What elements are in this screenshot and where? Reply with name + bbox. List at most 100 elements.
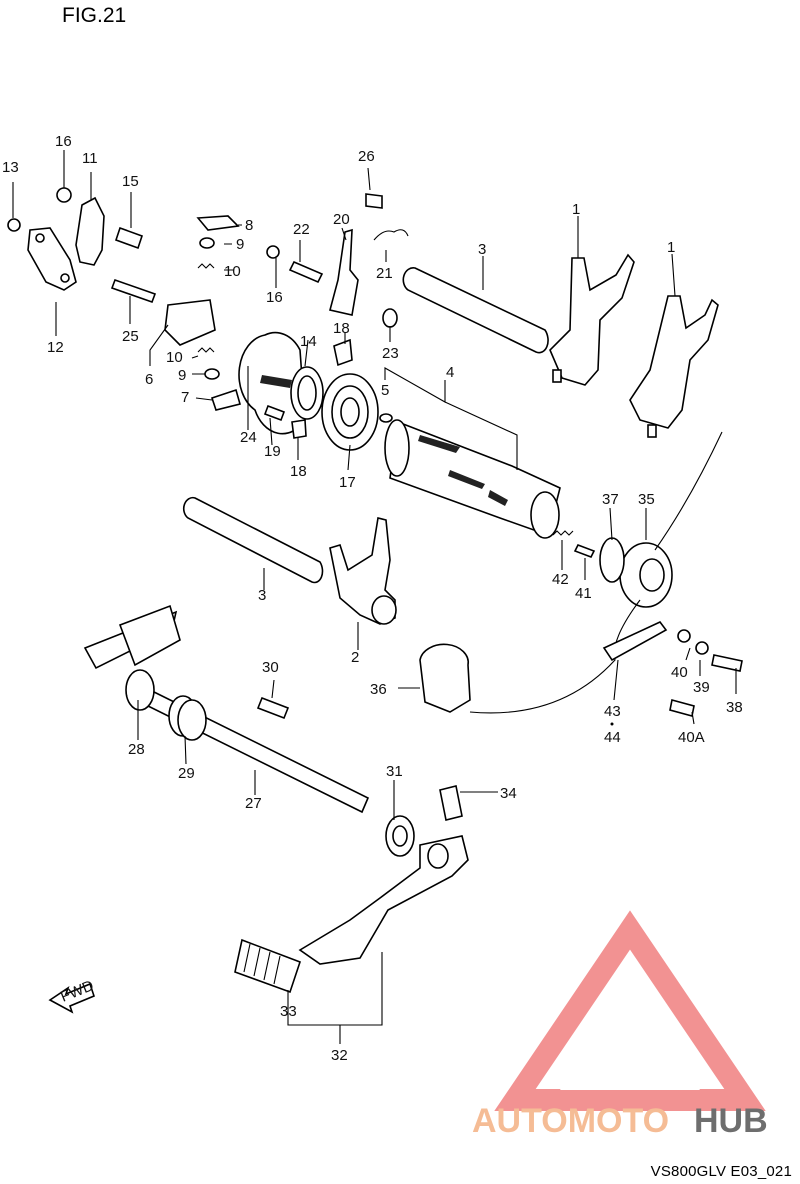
callout-26: 26 <box>358 148 375 165</box>
callout-4: 4 <box>446 364 454 381</box>
callout-16b: 16 <box>266 289 283 306</box>
callout-labels: 1 1 2 3 3 4 5 6 7 8 9 9 10 10 11 12 13 1… <box>2 133 743 1064</box>
clamp-43 <box>602 621 668 662</box>
callout-42: 42 <box>552 571 569 588</box>
bolt-25 <box>110 278 157 304</box>
boot-36 <box>419 643 471 713</box>
callout-2: 2 <box>351 649 359 666</box>
callout-3b: 3 <box>258 587 266 604</box>
cam-guide-24 <box>238 331 306 435</box>
bolt-13 <box>7 218 21 232</box>
callout-44: 44 <box>604 729 621 746</box>
shift-fork-shaft-upper <box>402 267 549 354</box>
callout-dot <box>610 722 614 726</box>
callout-10a: 10 <box>224 263 241 280</box>
watermark-brand-b: HUB <box>694 1102 768 1140</box>
callout-1b: 1 <box>667 239 675 256</box>
shift-fork-shaft-lower <box>182 496 324 584</box>
watermark-brand-a: AUTOMOTO <box>472 1102 669 1140</box>
figure-code: VS800GLV E03_021 <box>650 1163 792 1180</box>
shift-fork-2 <box>329 517 397 625</box>
callout-18a: 18 <box>333 320 350 337</box>
footpeg-rubber-33 <box>234 938 302 994</box>
cam-stopper-11 <box>75 196 105 266</box>
bolt-34 <box>439 785 463 821</box>
o-ring-37 <box>599 537 625 583</box>
shift-fork-1b <box>629 295 719 438</box>
callout-14: 14 <box>300 333 317 350</box>
callout-7: 7 <box>181 389 189 406</box>
stopper-18a <box>333 338 353 367</box>
pawl-8 <box>196 215 240 231</box>
callout-17: 17 <box>339 474 356 491</box>
gearshift-shaft-27 <box>83 604 370 814</box>
callout-31: 31 <box>386 763 403 780</box>
shift-fork-1a <box>549 253 635 386</box>
callout-22: 22 <box>293 221 310 238</box>
oil-seal-31 <box>385 815 415 857</box>
watermark-triangle-icon <box>494 910 766 1111</box>
bolt-40A <box>669 699 695 717</box>
spring-10a <box>197 263 215 269</box>
pin-9b <box>204 368 220 380</box>
pin-41 <box>573 543 596 559</box>
callout-37: 37 <box>602 491 619 508</box>
callout-9a: 9 <box>236 236 244 253</box>
bolt-22 <box>288 260 324 284</box>
washer-40 <box>677 629 691 643</box>
guide-plate-7 <box>210 388 241 411</box>
nut-16b <box>266 245 280 259</box>
callout-43: 43 <box>604 703 621 720</box>
callout-6: 6 <box>145 371 153 388</box>
spring-10b <box>197 347 215 353</box>
callout-21: 21 <box>376 265 393 282</box>
callout-1a: 1 <box>572 201 580 218</box>
washer-14 <box>290 366 324 420</box>
gearshift-lever-32 <box>298 835 469 965</box>
callout-34: 34 <box>500 785 517 802</box>
fwd-arrow-icon: FWD <box>48 977 96 1014</box>
callout-12: 12 <box>47 339 64 356</box>
pin-5 <box>379 413 393 423</box>
callout-33: 33 <box>280 1003 297 1020</box>
callout-10b: 10 <box>166 349 183 366</box>
callout-9b: 9 <box>178 367 186 384</box>
callout-19: 19 <box>264 443 281 460</box>
washer-28 <box>125 669 155 711</box>
callout-35: 35 <box>638 491 655 508</box>
washer-39 <box>695 641 709 655</box>
callout-40: 40 <box>671 664 688 681</box>
callout-25: 25 <box>122 328 139 345</box>
callout-38: 38 <box>726 699 743 716</box>
callout-8: 8 <box>245 217 253 234</box>
washer-23 <box>382 308 398 328</box>
callout-18b: 18 <box>290 463 307 480</box>
callout-28: 28 <box>128 741 145 758</box>
cam-stopper-plate <box>27 227 77 291</box>
figure-title: FIG.21 <box>62 4 127 27</box>
leader-lines <box>12 150 737 1044</box>
callout-23: 23 <box>382 345 399 362</box>
bearing-17 <box>321 373 379 451</box>
callout-20: 20 <box>333 211 350 228</box>
watermark-logo: AUTOMOTO HUB <box>472 910 768 1140</box>
callout-5: 5 <box>381 382 389 399</box>
callout-39: 39 <box>693 679 710 696</box>
arm-20 <box>329 228 359 316</box>
callout-41: 41 <box>575 585 592 602</box>
callout-27: 27 <box>245 795 262 812</box>
nut-16a <box>56 187 72 203</box>
callout-16a: 16 <box>55 133 72 150</box>
spring-42 <box>552 530 574 536</box>
gearshift-cam-drum <box>384 419 561 539</box>
bolt-15 <box>114 226 144 250</box>
pawl-lifter-6 <box>164 299 216 346</box>
bolt-19 <box>263 404 286 422</box>
spring-21 <box>373 229 409 241</box>
callout-30: 30 <box>262 659 279 676</box>
callout-13: 13 <box>2 159 19 176</box>
callout-15: 15 <box>122 173 139 190</box>
callout-3a: 3 <box>478 241 486 258</box>
bolt-30 <box>256 696 290 720</box>
